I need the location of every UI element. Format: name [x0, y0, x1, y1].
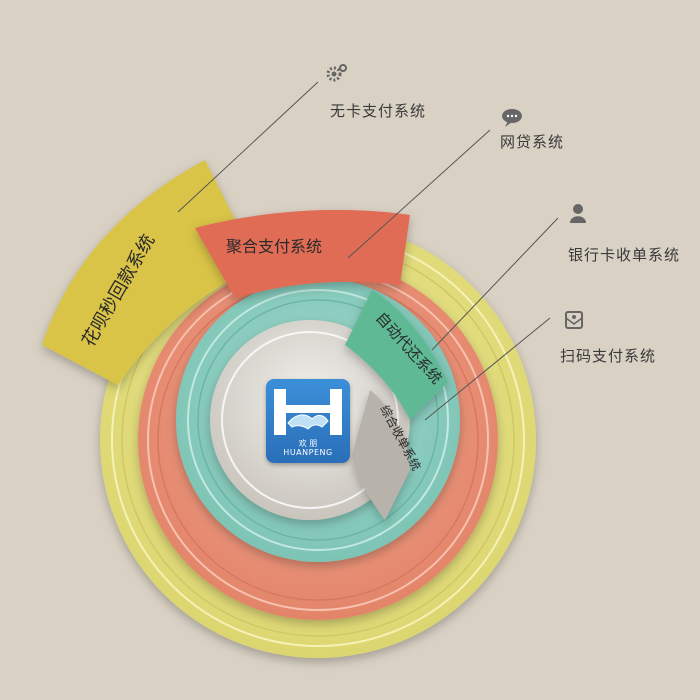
segment-huabei: [42, 160, 258, 385]
logo-text-en: HUANPENG: [283, 448, 333, 457]
logo-text-cn: 欢 朋: [298, 439, 318, 448]
segment-zidong: [345, 290, 448, 420]
leader-line-wangdai: [347, 129, 491, 259]
segment-juhe: [195, 209, 410, 298]
callout-wuka-label: 无卡支付系统: [330, 102, 427, 120]
leader-line-wuka: [177, 81, 319, 213]
gear-icon: [326, 64, 347, 82]
leader-line-yinhangka: [431, 217, 559, 351]
ring-teal-groove: [197, 299, 439, 541]
segment-zonghe: [352, 390, 410, 520]
qr-envelope-icon: [565, 311, 583, 329]
callout-saoma-label: 扫码支付系统: [560, 347, 657, 365]
ring-teal-groove: [187, 289, 449, 551]
huanpeng-logo: 欢 朋 HUANPENG: [266, 379, 350, 463]
handshake-icon: [274, 389, 342, 435]
leader-line-saoma: [424, 317, 551, 421]
ring-gray-groove: [221, 331, 399, 509]
chat-icon: [502, 109, 522, 127]
callout-yinhangka-label: 银行卡收单系统: [568, 246, 681, 264]
callout-wangdai-label: 网贷系统: [500, 133, 565, 151]
segment-juhe-label: 聚合支付系统: [226, 237, 322, 256]
person-icon: [570, 204, 586, 223]
